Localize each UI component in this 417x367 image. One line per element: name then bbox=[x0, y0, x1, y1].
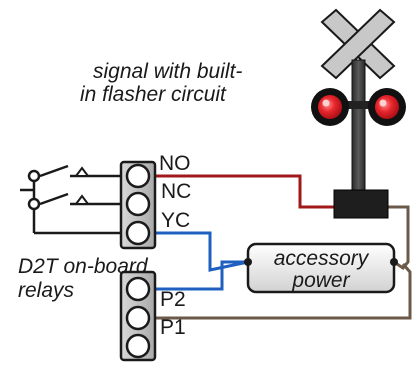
terminal-label-yc: YC bbox=[161, 209, 190, 232]
relays-caption-line2: relays bbox=[18, 279, 75, 302]
terminal-label-nc: NC bbox=[161, 180, 191, 203]
accessory-power-label-line2: power bbox=[291, 269, 350, 292]
wire-p1 bbox=[155, 263, 412, 320]
terminal-screw-nc bbox=[125, 191, 151, 217]
terminal-label-no: NO bbox=[159, 152, 191, 175]
wire-junction-right bbox=[390, 258, 398, 266]
switch-pivot-upper bbox=[27, 169, 41, 183]
signal-base bbox=[333, 189, 389, 219]
relays-caption-line1: D2T on-board bbox=[18, 255, 149, 278]
terminal-screw-p2 bbox=[125, 305, 151, 331]
signal-lamp-left bbox=[311, 88, 349, 126]
terminal-label-p1: P1 bbox=[160, 316, 186, 339]
terminal-label-p2: P2 bbox=[160, 288, 186, 311]
wire-p2 bbox=[155, 260, 248, 291]
wire-signal-return bbox=[388, 205, 410, 270]
accessory-power-label-line1: accessory bbox=[274, 247, 370, 270]
wire-junction-left bbox=[244, 258, 252, 266]
crossbuck bbox=[320, 8, 396, 80]
signal-mast bbox=[351, 59, 366, 191]
switch-contact-upper bbox=[74, 166, 90, 177]
signal-lamp-right bbox=[368, 88, 406, 126]
terminal-screw-p1 bbox=[125, 333, 151, 359]
switch-contact-lower bbox=[74, 194, 90, 205]
wire-yc bbox=[155, 231, 249, 272]
wire-no bbox=[155, 174, 334, 209]
terminal-screw-no bbox=[125, 163, 151, 189]
signal-caption-line1: signal with built- bbox=[93, 60, 242, 83]
signal-caption-line2: in flasher circuit bbox=[80, 83, 227, 106]
terminal-screw-yc bbox=[125, 220, 151, 246]
accessory-power-box bbox=[246, 242, 396, 294]
terminal-screw-top bbox=[125, 276, 151, 302]
switch-pivot-lower bbox=[27, 197, 41, 211]
